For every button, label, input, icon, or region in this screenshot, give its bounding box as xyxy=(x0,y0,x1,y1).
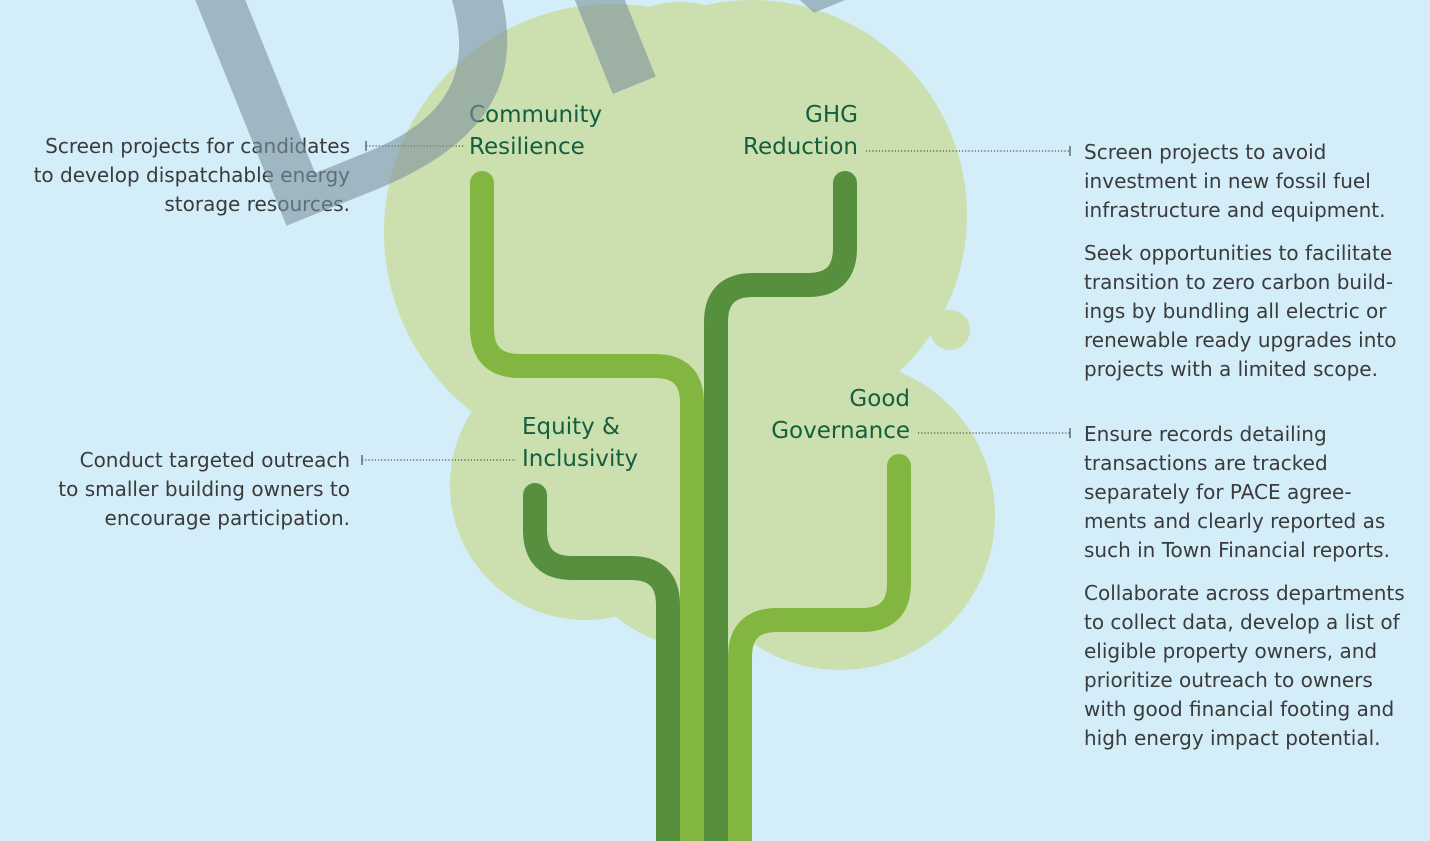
note-line: Collaborate across departments xyxy=(1084,581,1405,605)
note-line: transactions are tracked xyxy=(1084,451,1328,475)
note-line: Screen projects to avoid xyxy=(1084,140,1327,164)
pillar-title-ghg-reduction: GHG Reduction xyxy=(743,99,858,163)
note-line: with good financial footing and xyxy=(1084,697,1395,721)
note-line: separately for PACE agree- xyxy=(1084,480,1352,504)
note-line: investment in new fossil fuel xyxy=(1084,169,1371,193)
note-line: Conduct targeted outreach xyxy=(79,448,350,472)
pillar-title-line: Inclusivity xyxy=(522,446,638,472)
note-line: ments and clearly reported as xyxy=(1084,509,1386,533)
note-line: infrastructure and equipment. xyxy=(1084,198,1386,222)
pillar-title-line: Resilience xyxy=(469,134,585,160)
note-line: transition to zero carbon build- xyxy=(1084,270,1394,294)
branch-good-governance xyxy=(728,454,911,841)
note-ghg-avoid-fossil: Screen projects to avoid investment in n… xyxy=(1084,138,1396,225)
note-line: ings by bundling all electric or xyxy=(1084,299,1387,323)
pillar-title-line: Governance xyxy=(771,418,910,444)
note-line: to collect data, develop a list of xyxy=(1084,610,1400,634)
note-line: projects with a limited scope. xyxy=(1084,357,1378,381)
note-equity-inclusivity: Conduct targeted outreach to smaller bui… xyxy=(58,446,350,533)
pillar-title-line: GHG xyxy=(805,102,858,128)
pillar-title-line: Equity & xyxy=(522,414,620,440)
leader-lines xyxy=(361,141,1071,465)
note-line: storage resources. xyxy=(164,192,350,216)
note-line: renewable ready upgrades into xyxy=(1084,328,1397,352)
branch-equity-inclusivity xyxy=(523,483,680,841)
note-line: Seek opportunities to facilitate xyxy=(1084,241,1393,265)
note-line: to develop dispatchable energy xyxy=(33,163,350,187)
note-line: such in Town Financial reports. xyxy=(1084,538,1390,562)
note-line: Screen projects for candidates xyxy=(45,134,350,158)
note-line: high energy impact potential. xyxy=(1084,726,1381,750)
note-line: to smaller building owners to xyxy=(58,477,350,501)
note-governance-records: Ensure records detailing transactions ar… xyxy=(1084,420,1405,565)
pillar-title-line: Good xyxy=(849,386,910,412)
note-community-resilience: Screen projects for candidates to develo… xyxy=(34,132,350,219)
pillar-title-line: Reduction xyxy=(743,134,858,160)
pillar-title-equity-inclusivity: Equity & Inclusivity xyxy=(522,411,638,475)
branch-ghg-reduction xyxy=(704,171,857,841)
note-ghg-zero-carbon: Seek opportunities to facilitate transit… xyxy=(1084,239,1396,384)
pillar-title-line: Community xyxy=(469,102,603,128)
note-governance-collaborate: Collaborate across departments to collec… xyxy=(1084,579,1405,753)
note-line: eligible property owners, and xyxy=(1084,639,1378,663)
notes-good-governance: Ensure records detailing transactions ar… xyxy=(1084,420,1405,767)
branch-community-resilience xyxy=(470,171,704,841)
pillar-title-community-resilience: Community Resilience xyxy=(469,99,602,163)
note-line: encourage participation. xyxy=(104,506,350,530)
note-line: Ensure records detailing xyxy=(1084,422,1327,446)
pillar-title-good-governance: Good Governance xyxy=(771,383,910,447)
note-line: prioritize outreach to owners xyxy=(1084,668,1373,692)
notes-ghg-reduction: Screen projects to avoid investment in n… xyxy=(1084,138,1396,398)
